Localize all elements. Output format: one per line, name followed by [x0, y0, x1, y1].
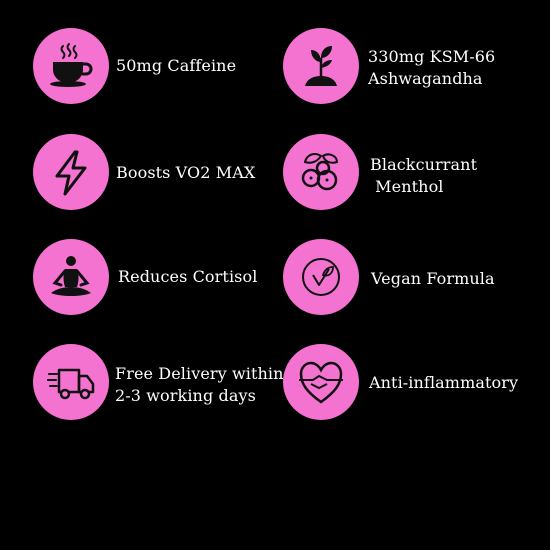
- blackcurrant-badge: [283, 134, 359, 210]
- coffee-cup-icon: [50, 43, 93, 87]
- blackcurrant-label: Blackcurrant Menthol: [370, 155, 478, 196]
- vegan-badge: [283, 239, 359, 315]
- ashwagandha-label: 330mg KSM-66 Ashwagandha: [368, 47, 496, 88]
- vegan-label: Vegan Formula: [371, 269, 495, 288]
- meditation-icon: [51, 256, 91, 296]
- vo2max-label: Boosts VO2 MAX: [116, 163, 256, 182]
- heart-handshake-icon: [299, 361, 343, 404]
- vegan-leaf-icon: [302, 258, 340, 296]
- delivery-badge: [33, 344, 109, 420]
- cortisol-label: Reduces Cortisol: [118, 267, 258, 286]
- anti-inflammatory-label: Anti-inflammatory: [369, 373, 519, 392]
- anti-inflammatory-badge: [283, 344, 359, 420]
- cortisol-badge: [33, 239, 109, 315]
- sprout-icon: [305, 46, 337, 86]
- delivery-truck-icon: [47, 368, 95, 400]
- ashwagandha-badge: [283, 28, 359, 104]
- lightning-bolt-icon: [55, 150, 87, 196]
- caffeine-label: 50mg Caffeine: [116, 56, 237, 75]
- berries-icon: [301, 153, 339, 191]
- caffeine-badge: [33, 28, 109, 104]
- vo2max-badge: [33, 134, 109, 210]
- delivery-label: Free Delivery within 2-3 working days: [115, 364, 284, 405]
